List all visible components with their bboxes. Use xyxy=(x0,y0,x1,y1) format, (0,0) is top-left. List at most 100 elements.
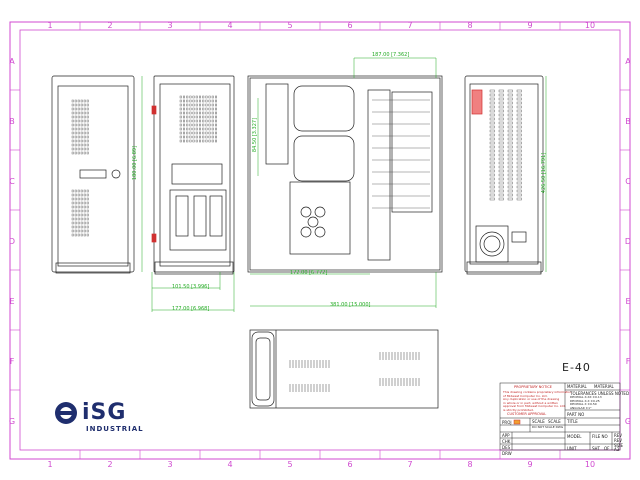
vent-slot xyxy=(77,123,80,127)
app-label: APP xyxy=(502,433,510,438)
vent-slot xyxy=(182,119,185,123)
expansion-slot xyxy=(489,93,495,97)
vent-slot xyxy=(74,107,77,111)
vent-slot xyxy=(189,139,192,143)
dim-depth-inner: 172.00 [6.772] xyxy=(290,270,328,276)
proprietary-line: in whole or in part, without a written xyxy=(503,400,558,405)
column-label: 4 xyxy=(227,460,233,469)
vent-slot xyxy=(80,197,83,201)
vent-slot xyxy=(189,107,192,111)
expansion-slot xyxy=(489,189,495,193)
company-logo: iSG INDUSTRIAL xyxy=(52,398,162,438)
expansion-slot xyxy=(507,129,513,133)
vent-slot xyxy=(186,111,189,115)
expansion-slot xyxy=(498,165,504,169)
vent-slot xyxy=(211,131,214,135)
expansion-slot xyxy=(489,105,495,109)
vent-slot xyxy=(179,123,182,127)
vent-slot xyxy=(214,119,217,123)
vent-slot xyxy=(195,115,198,119)
vent-slot xyxy=(211,111,214,115)
vent-slot xyxy=(77,193,80,197)
expansion-slot xyxy=(507,125,513,129)
size-value: A3 xyxy=(614,447,620,452)
vent-slot xyxy=(71,127,74,131)
vent-slot xyxy=(86,189,89,193)
material-label: MATERIAL xyxy=(567,384,587,389)
scale-value: SCALE xyxy=(548,419,561,424)
vent-slot xyxy=(71,151,74,155)
vent-slot xyxy=(86,221,89,225)
vent-slot xyxy=(77,131,80,135)
vent-slot xyxy=(205,107,208,111)
vent-slot xyxy=(77,221,80,225)
vent-slot xyxy=(205,99,208,103)
vent-slot xyxy=(202,123,205,127)
vent-slot xyxy=(192,103,195,107)
vent-slot xyxy=(71,205,74,209)
vent-slot xyxy=(83,119,86,123)
vent-slot xyxy=(195,131,198,135)
vent-slot xyxy=(83,209,86,213)
expansion-slot xyxy=(507,121,513,125)
vent-slot xyxy=(86,103,89,107)
vent-slot xyxy=(77,217,80,221)
expansion-slot xyxy=(507,173,513,177)
expansion-slot xyxy=(516,89,522,93)
vent-slot xyxy=(83,225,86,229)
column-label: 6 xyxy=(347,21,353,30)
vent-slot xyxy=(83,135,86,139)
no-scale-note: DO NOT SCALE DWG xyxy=(532,425,564,429)
expansion-slot xyxy=(516,141,522,145)
vent-slot xyxy=(214,99,217,103)
vent-slot xyxy=(74,135,77,139)
expansion-slot xyxy=(516,113,522,117)
vent-slot xyxy=(192,135,195,139)
vent-slot xyxy=(74,127,77,131)
vent-slot xyxy=(192,107,195,111)
expansion-slot xyxy=(516,197,522,201)
vent-slot xyxy=(86,197,89,201)
vent-slot xyxy=(208,115,211,119)
vent-slot xyxy=(83,99,86,103)
vent-slot xyxy=(186,99,189,103)
expansion-slot xyxy=(489,113,495,117)
vent-slot xyxy=(198,99,201,103)
tolerance-line: ANGULAR ±1° xyxy=(570,405,592,410)
vent-slot xyxy=(208,135,211,139)
vent-slot xyxy=(80,229,83,233)
dim-top-width: 187.00 [7.362] xyxy=(372,52,410,58)
expansion-slot xyxy=(498,185,504,189)
vent-slot xyxy=(208,107,211,111)
vent-slot xyxy=(71,225,74,229)
expansion-slot xyxy=(516,185,522,189)
vent-slot xyxy=(198,135,201,139)
vent-slot xyxy=(189,115,192,119)
vent-slot xyxy=(80,131,83,135)
vent-slot xyxy=(198,131,201,135)
vent-slot xyxy=(205,135,208,139)
vent-slot xyxy=(74,217,77,221)
vent-slot xyxy=(77,225,80,229)
vent-slot xyxy=(195,119,198,123)
expansion-slot xyxy=(489,193,495,197)
dim-width-front: 177.00 [6.968] xyxy=(172,306,210,312)
expansion-slot xyxy=(516,157,522,161)
vent-slot xyxy=(208,119,211,123)
vent-slot xyxy=(71,99,74,103)
row-label: E xyxy=(9,297,15,306)
expansion-slot xyxy=(507,117,513,121)
vent-slot xyxy=(80,143,83,147)
vent-slot xyxy=(189,103,192,107)
vent-slot xyxy=(189,127,192,131)
vent-slot xyxy=(202,139,205,143)
vent-slot xyxy=(192,99,195,103)
expansion-slot xyxy=(516,117,522,121)
expansion-slot xyxy=(498,145,504,149)
expansion-slot xyxy=(507,89,513,93)
vent-slot xyxy=(83,201,86,205)
proprietary-heading: PROPRIETARY NOTICE xyxy=(514,385,553,389)
vent-slot xyxy=(192,115,195,119)
expansion-slot xyxy=(498,101,504,105)
vent-slot xyxy=(83,151,86,155)
